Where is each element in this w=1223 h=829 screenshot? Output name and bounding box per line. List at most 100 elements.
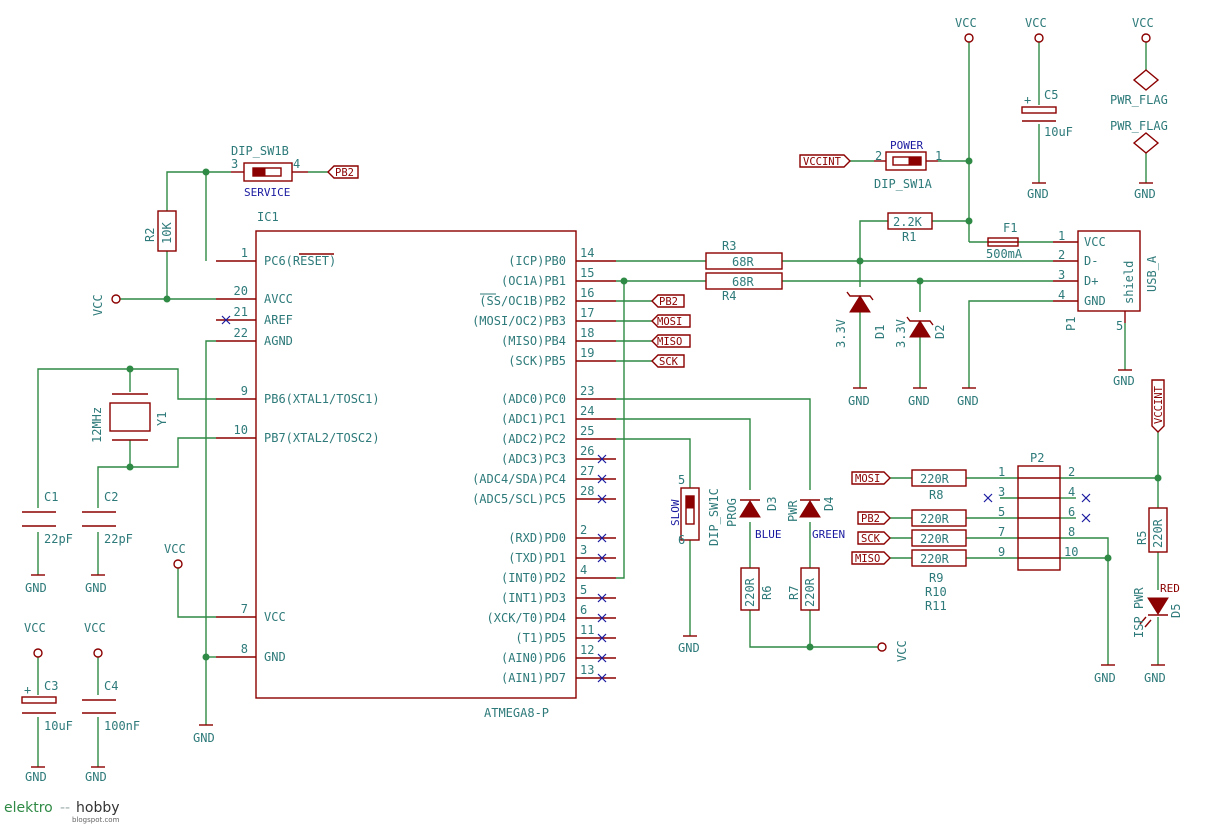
ic1-pin-number: 8 — [241, 642, 248, 656]
svg-text:GND: GND — [908, 394, 930, 408]
resistor-r9: 220R R9 — [911, 509, 967, 585]
svg-text:VCC: VCC — [84, 621, 106, 635]
svg-text:BLUE: BLUE — [755, 528, 782, 541]
svg-text:4: 4 — [293, 157, 300, 171]
no-connect-marker — [597, 633, 607, 643]
svg-text:C2: C2 — [104, 490, 118, 504]
svg-text:--: -- — [60, 800, 70, 816]
svg-text:PB2: PB2 — [659, 296, 678, 308]
svg-text:GND: GND — [1084, 294, 1106, 308]
dip-switch-sw1b[interactable]: DIP_SW1B 3 4 SERVICE — [231, 144, 308, 199]
svg-text:5: 5 — [998, 505, 1005, 519]
svg-text:PROG: PROG — [725, 498, 739, 527]
ic1-pin-name: (RXD)PD0 — [508, 531, 566, 545]
svg-text:SERVICE: SERVICE — [244, 186, 290, 199]
ic1-pin-name: PC6(RESET) — [264, 254, 336, 268]
svg-text:10: 10 — [1064, 545, 1078, 559]
net-label-vccint-right: VCCINT — [1151, 379, 1165, 433]
no-connect-marker — [597, 653, 607, 663]
ic1-pin-number: 4 — [580, 563, 587, 577]
svg-text:22pF: 22pF — [44, 532, 73, 546]
gnd-symbol: GND — [85, 766, 107, 784]
gnd-symbol: GND — [25, 574, 47, 595]
svg-text:220R: 220R — [920, 472, 950, 486]
capacitor-c4: C4 100nF — [82, 679, 140, 733]
svg-text:5: 5 — [1116, 319, 1123, 333]
ic1-pin-name: (ADC1)PC1 — [501, 412, 566, 426]
ic1-pin-number: 28 — [580, 484, 594, 498]
no-connect-marker — [597, 474, 607, 484]
svg-text:+: + — [24, 683, 31, 697]
usb-connector-p1: 1 2 3 4 VCC D- D+ GND shield USB_A 5 P1 — [1053, 229, 1159, 333]
svg-text:MOSI: MOSI — [657, 316, 682, 328]
svg-text:VCC: VCC — [91, 294, 105, 316]
ic1-pin-number: 5 — [580, 583, 587, 597]
svg-text:PB2: PB2 — [861, 513, 880, 525]
ic1-pin-number: 14 — [580, 246, 594, 260]
ic1-pin-name: (T1)PD5 — [515, 631, 566, 645]
vcc-symbol: VCC — [955, 16, 977, 43]
svg-text:D-: D- — [1084, 254, 1098, 268]
ic1-pin-name: (ADC5/SCL)PC5 — [472, 492, 566, 506]
dip-switch-sw1c[interactable]: 5 6 SLOW DIP_SW1C — [669, 473, 721, 547]
svg-text:D2: D2 — [933, 325, 947, 339]
gnd-symbol: GND — [1027, 182, 1049, 201]
svg-text:R10: R10 — [925, 585, 947, 599]
svg-text:R6: R6 — [760, 586, 774, 600]
svg-text:GND: GND — [1094, 671, 1116, 685]
svg-text:6: 6 — [678, 533, 685, 547]
ic1-pin-name: (ADC4/SDA)PC4 — [472, 472, 566, 486]
ic1-left-pins: 1PC6(RESET)20AVCC21AREF22AGND9PB6(XTAL1/… — [216, 246, 380, 664]
svg-text:68R: 68R — [732, 275, 754, 289]
svg-text:D5: D5 — [1169, 604, 1183, 618]
svg-text:GND: GND — [957, 394, 979, 408]
led-d5: ISP PWR D5 RED — [1132, 582, 1183, 638]
svg-text:Y1: Y1 — [155, 412, 169, 426]
svg-text:PWR_FLAG: PWR_FLAG — [1110, 93, 1168, 107]
svg-text:R9: R9 — [929, 571, 943, 585]
dip-switch-sw1a[interactable]: POWER 2 1 DIP_SW1A — [874, 139, 942, 191]
svg-text:22pF: 22pF — [104, 532, 133, 546]
ic1-pin-name: (XCK/T0)PD4 — [487, 611, 566, 625]
ic1-pin-name: AGND — [264, 334, 293, 348]
svg-text:220R: 220R — [920, 512, 950, 526]
svg-text:VCC: VCC — [1025, 16, 1047, 30]
net-label-mosi-p2: MOSI — [851, 471, 891, 485]
ic1-pin-name: (MISO)PB4 — [501, 334, 566, 348]
svg-text:F1: F1 — [1003, 221, 1017, 235]
svg-text:220R: 220R — [1151, 518, 1165, 548]
svg-text:GND: GND — [848, 394, 870, 408]
net-label-pb2: PB2 — [651, 294, 685, 308]
ic1-pin-number: 9 — [241, 384, 248, 398]
ic1-pin-number: 23 — [580, 384, 594, 398]
net-label-miso: MISO — [651, 334, 691, 348]
svg-text:5: 5 — [678, 473, 685, 487]
resistor-r11: 220R R11 — [911, 549, 967, 613]
svg-text:2: 2 — [875, 149, 882, 163]
svg-text:D+: D+ — [1084, 274, 1098, 288]
ic1-pin-name: (SS/OC1B)PB2 — [479, 294, 566, 308]
svg-text:VCC: VCC — [895, 640, 909, 662]
svg-text:4: 4 — [1068, 485, 1075, 499]
gnd-symbol: GND — [678, 635, 700, 655]
svg-text:PB2: PB2 — [335, 167, 354, 179]
svg-text:VCCINT: VCCINT — [1153, 385, 1165, 424]
svg-text:10K: 10K — [160, 222, 174, 244]
net-label-vccint-top: VCCINT — [799, 154, 851, 168]
ic1-pin-number: 21 — [234, 305, 248, 319]
svg-text:MISO: MISO — [657, 336, 682, 348]
no-connect-marker — [597, 613, 607, 623]
ic1-pin-number: 19 — [580, 346, 594, 360]
svg-text:elektro: elektro — [4, 800, 53, 816]
svg-text:DIP_SW1C: DIP_SW1C — [707, 488, 721, 546]
net-label-sck-p2: SCK — [857, 531, 891, 545]
net-label-miso-p2: MISO — [851, 551, 891, 565]
svg-text:220R: 220R — [920, 532, 950, 546]
ic1-pin-name: PB6(XTAL1/TOSC1) — [264, 392, 380, 406]
svg-text:VCC: VCC — [1132, 16, 1154, 30]
svg-text:1: 1 — [1058, 229, 1065, 243]
svg-text:GND: GND — [193, 731, 215, 745]
ic1-pin-name: (MOSI/OC2)PB3 — [472, 314, 566, 328]
svg-text:R5: R5 — [1135, 531, 1149, 545]
net-label-sck: SCK — [651, 354, 685, 368]
